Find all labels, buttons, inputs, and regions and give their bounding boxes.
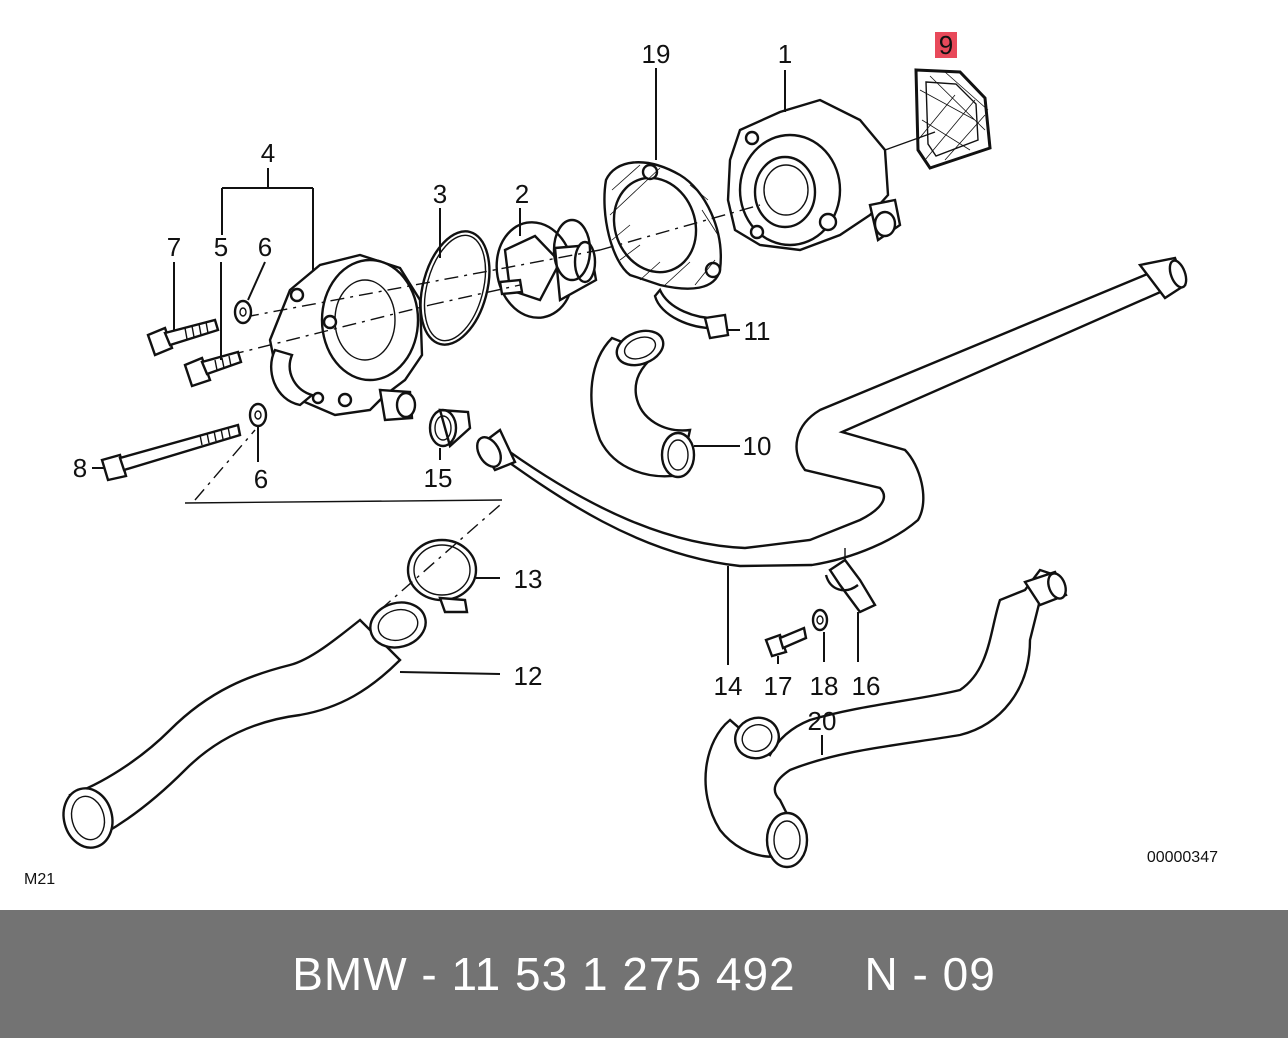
callout-8[interactable]: 8 — [73, 453, 87, 483]
callout-16[interactable]: 16 — [852, 671, 881, 701]
drawing-code: 00000347 — [1147, 849, 1218, 866]
callout-12[interactable]: 12 — [514, 661, 543, 691]
part-16-bracket[interactable] — [824, 548, 877, 662]
callout-11[interactable]: 11 — [744, 316, 771, 346]
callout-5[interactable]: 5 — [214, 232, 228, 262]
part-10-elbow-hose[interactable] — [590, 325, 740, 479]
part-12-hose[interactable] — [57, 597, 501, 854]
callout-13[interactable]: 13 — [514, 564, 543, 594]
callout-2[interactable]: 2 — [515, 179, 529, 209]
callout-15[interactable]: 15 — [424, 463, 453, 493]
part-8-long-bolt[interactable] — [92, 423, 242, 482]
part-6-washer-upper[interactable] — [233, 261, 266, 325]
part-5-bolt[interactable] — [183, 262, 243, 388]
callout-10[interactable]: 10 — [743, 431, 772, 461]
part-20-hose[interactable] — [704, 568, 1069, 869]
callout-4[interactable]: 4 — [261, 138, 275, 168]
callout-18[interactable]: 18 — [810, 671, 839, 701]
part-4-thermostat-housing[interactable] — [221, 168, 424, 422]
part-13-clamp[interactable] — [406, 538, 500, 614]
callout-20[interactable]: 20 — [808, 706, 837, 736]
part-7-bolt[interactable] — [146, 262, 220, 357]
callout-9-highlight — [935, 32, 957, 58]
part-1-housing-cover[interactable] — [726, 70, 902, 252]
callout-6-lower[interactable]: 6 — [254, 464, 268, 494]
callout-19[interactable]: 19 — [642, 39, 671, 69]
callout-1[interactable]: 1 — [778, 39, 792, 69]
parts-diagram: 1 2 3 4 5 6 6 7 8 9 10 11 12 13 14 15 16… — [24, 30, 1219, 888]
part-6-washer-lower[interactable] — [248, 402, 268, 462]
part-9-gasket[interactable] — [884, 68, 992, 170]
callout-3[interactable]: 3 — [433, 179, 447, 209]
part-15-clamp[interactable] — [428, 408, 472, 460]
part-3-o-ring[interactable] — [409, 208, 501, 352]
group-code: M21 — [24, 871, 55, 888]
callout-14[interactable]: 14 — [714, 671, 743, 701]
part-17-bolt[interactable] — [764, 626, 808, 664]
callout-7[interactable]: 7 — [167, 232, 181, 262]
part-18-washer[interactable] — [811, 608, 829, 662]
callout-9[interactable]: 9 — [939, 30, 953, 60]
part-number-footer: BMW - 11 53 1 275 492 N - 09 — [0, 910, 1288, 1038]
callout-6-upper[interactable]: 6 — [258, 232, 272, 262]
part-14-pipe[interactable] — [472, 256, 1189, 665]
callout-17[interactable]: 17 — [764, 671, 793, 701]
part-11-clamp[interactable] — [653, 287, 740, 340]
part-number-text: BMW - 11 53 1 275 492 N - 09 — [292, 948, 996, 1000]
part-2-thermostat[interactable] — [489, 208, 598, 324]
part-19-gasket[interactable] — [601, 68, 722, 290]
